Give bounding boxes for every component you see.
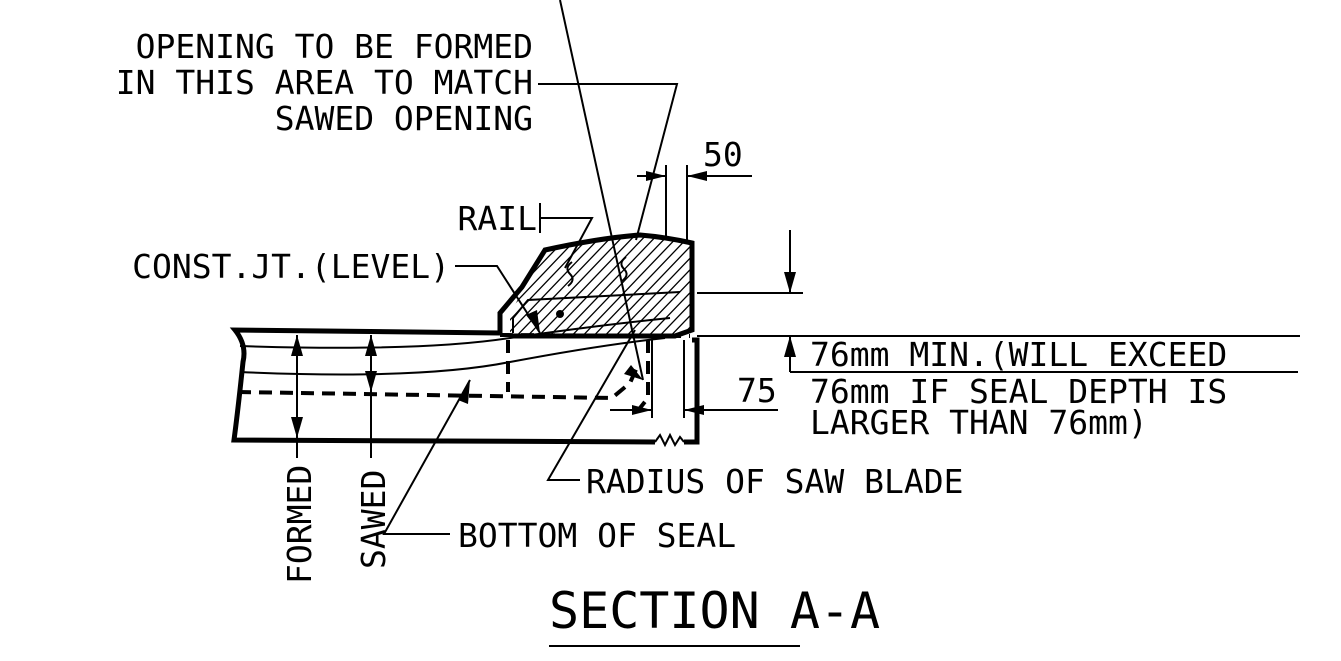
hatch-line: [728, 230, 838, 345]
opening-note-line3: SAWED OPENING: [275, 99, 533, 138]
hatch-line: [739, 230, 849, 345]
dim50-arrow-left: [646, 171, 666, 181]
hatch-line: [510, 235, 586, 336]
opening-leader: [538, 83, 679, 241]
constjt-arrow: [526, 310, 540, 333]
hatch-line: [661, 235, 692, 336]
formed-label: FORMED: [280, 465, 319, 584]
rebar-hook-left: [566, 261, 574, 287]
radius-label: RADIUS OF SAW BLADE: [586, 462, 964, 501]
formed-arrow-bottom: [291, 417, 303, 438]
rail-label: RAIL: [458, 199, 537, 238]
opening-right-dashed: [638, 340, 650, 410]
depth-note-line1: 76mm MIN.(WILL EXCEED: [810, 335, 1227, 374]
rail-inner-edge: [512, 291, 681, 333]
rail-leader: [540, 217, 594, 269]
dim50-arrow-right: [687, 171, 707, 181]
slab-break-mark: [654, 432, 685, 448]
formed-arrow-top: [291, 335, 303, 356]
depth-arrow-bottom: [784, 336, 796, 357]
slab-end-face: [684, 337, 700, 445]
seal-curve-upper: [239, 317, 671, 349]
dim75-arrow-right: [684, 405, 704, 415]
depth-arrow-top: [784, 272, 796, 293]
dim-75-label: 75: [737, 371, 777, 410]
rebar-hook-right: [620, 256, 628, 282]
hatch-line: [551, 235, 663, 336]
hatch-line: [750, 230, 860, 345]
hatch-line: [562, 235, 674, 336]
radius-leader: [546, 329, 636, 481]
dim75-arrow-left: [632, 405, 652, 415]
hatch-line: [510, 235, 608, 336]
hatch-line: [628, 235, 692, 336]
sawed-arrow-top: [365, 335, 377, 356]
depth-note-line3: LARGER THAN 76mm): [810, 403, 1148, 442]
hatch-line: [683, 235, 692, 336]
hatch-line: [529, 235, 641, 336]
rail-hatch: [510, 230, 860, 345]
radius-line: [559, 0, 644, 381]
hatch-line: [650, 235, 692, 336]
hatch-line: [510, 235, 597, 336]
slab-outline: [229, 327, 656, 445]
radius-center: [556, 310, 564, 318]
sawed-arrow-bottom: [365, 371, 377, 392]
dim-50-label: 50: [703, 135, 743, 174]
bottom-seal-label: BOTTOM OF SEAL: [458, 516, 736, 555]
bottom-seal-arrow: [458, 380, 470, 404]
radius-arrow: [624, 365, 643, 380]
bottom-seal-leader: [382, 379, 471, 535]
constjt-leader: [455, 265, 541, 334]
sawed-label: SAWED: [354, 470, 393, 569]
hatch-line: [639, 235, 692, 336]
hatch-line: [706, 230, 816, 345]
opening-note-line2: IN THIS AREA TO MATCH: [116, 63, 533, 102]
seal-curve-lower: [239, 337, 666, 376]
hatch-line: [617, 235, 692, 336]
hatch-line: [510, 235, 619, 336]
hatch-line: [595, 235, 692, 336]
section-title: SECTION A-A: [549, 582, 880, 640]
constjt-label: CONST.JT.(LEVEL): [132, 247, 450, 286]
hatch-line: [606, 235, 692, 336]
hatch-line: [717, 230, 827, 345]
opening-note-line1: OPENING TO BE FORMED: [136, 27, 533, 66]
depth-note-line2: 76mm IF SEAL DEPTH IS: [810, 372, 1227, 411]
hatch-line: [540, 235, 652, 336]
